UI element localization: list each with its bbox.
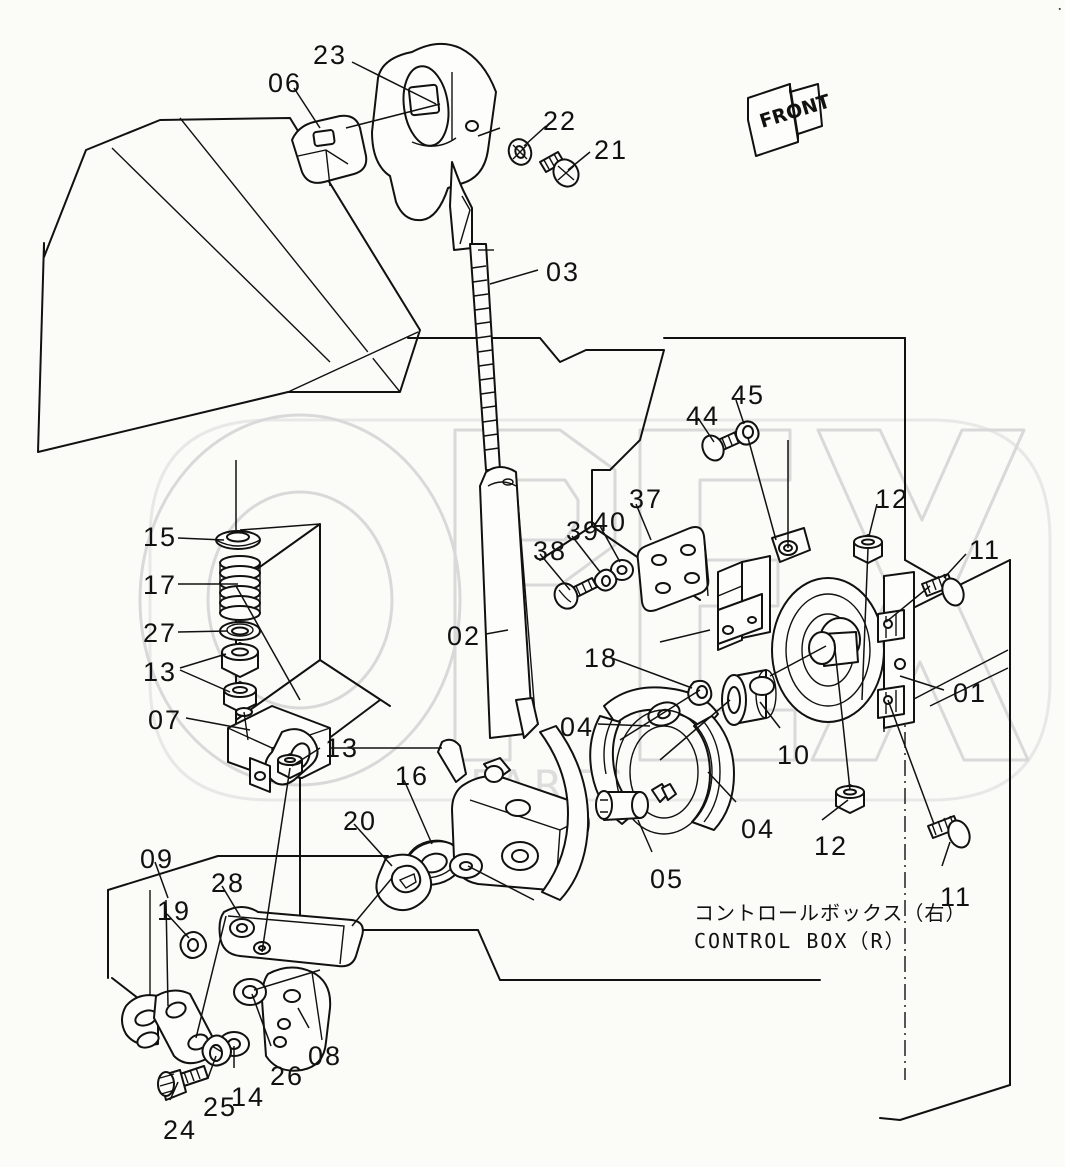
callout-06: 06 [268, 68, 303, 98]
callout-10: 10 [777, 740, 812, 770]
leader-lines [154, 61, 967, 1101]
part-06-cap [291, 114, 368, 187]
callout-15: 15 [143, 522, 178, 552]
part-12-nut-lower [835, 784, 865, 814]
part-28-link-bar [218, 906, 364, 968]
callout-05: 05 [650, 864, 685, 894]
callout-02: 02 [447, 621, 482, 651]
part-02-lever-shaft [479, 466, 539, 739]
callout-20: 20 [343, 806, 378, 836]
part-25-spring-washer [201, 1034, 232, 1067]
callout-11: 11 [969, 535, 1002, 565]
caption-japanese: コントロールボックス（右） [694, 901, 967, 925]
callout-23: 23 [313, 40, 348, 70]
callout-03: 03 [546, 257, 581, 287]
callout-18: 18 [584, 643, 619, 673]
callout-25: 25 [203, 1092, 238, 1122]
callout-12: 12 [875, 484, 910, 514]
callout-08: 08 [308, 1041, 343, 1071]
part-45-snap-ring [734, 420, 760, 446]
callout-14: 14 [231, 1082, 266, 1112]
part-01-control-box [717, 527, 915, 732]
diagram-caption: コントロールボックス（右） CONTROL BOX（R） [694, 900, 966, 955]
part-10-bushing [721, 669, 777, 726]
callout-16: 16 [395, 761, 430, 791]
callout-09: 09 [140, 844, 175, 874]
part-23-lever-grip [371, 42, 497, 222]
caption-english: CONTROL BOX（R） [694, 928, 907, 953]
callout-11: 11 [940, 882, 973, 912]
part-40-washer [610, 559, 634, 581]
callout-13: 13 [325, 733, 360, 763]
callout-40: 40 [593, 507, 628, 537]
part-15-washer [215, 530, 261, 550]
part-26-washer [233, 978, 267, 1006]
callout-04: 04 [560, 712, 595, 742]
part-11-bolt-lower [927, 815, 971, 849]
part-08-plate [261, 966, 332, 1072]
callout-44: 44 [686, 401, 721, 431]
part-18-snap-ring [687, 679, 713, 706]
front-direction-marker: FRONT [747, 83, 833, 157]
callout-21: 21 [594, 135, 629, 165]
callout-26: 26 [270, 1061, 305, 1091]
part-39-spring-washer [593, 568, 618, 592]
callout-01: 01 [953, 678, 988, 708]
part-38-bolt [553, 577, 598, 610]
callout-22: 22 [543, 106, 578, 136]
part-13-lock-nut [221, 642, 259, 678]
part-09-link-plate [121, 989, 216, 1065]
part-03-lever-rod [449, 161, 501, 471]
callout-39: 39 [566, 516, 601, 546]
part-05-pin [595, 790, 649, 821]
callout-37: 37 [629, 484, 664, 514]
part-07-yoke [227, 705, 331, 793]
callout-24: 24 [163, 1115, 198, 1145]
callout-12: 12 [814, 831, 849, 861]
callout-17: 17 [143, 570, 178, 600]
part-11-bolt-upper [921, 573, 965, 607]
part-17-spring [219, 555, 261, 621]
callout-07: 07 [148, 705, 183, 735]
corner-mark: ∙ [1057, 5, 1062, 13]
part-13-hex-nut [223, 681, 257, 713]
callout-45: 45 [731, 380, 766, 410]
part-19-snap-ring [179, 931, 207, 959]
part-20-snap-ring [375, 853, 433, 912]
callout-38: 38 [533, 536, 568, 566]
part-37-bracket-plate [636, 526, 710, 612]
callout-19: 19 [157, 896, 192, 926]
part-24-bolt [157, 1065, 209, 1101]
callout-04: 04 [741, 814, 776, 844]
central-housing [437, 725, 590, 901]
part-22-washer [507, 138, 533, 166]
part-21-screw [539, 151, 580, 188]
callout-28: 28 [211, 868, 246, 898]
callout-27: 27 [143, 618, 178, 648]
part-04-clamp-half-lower [615, 709, 735, 835]
callout-13: 13 [143, 657, 178, 687]
